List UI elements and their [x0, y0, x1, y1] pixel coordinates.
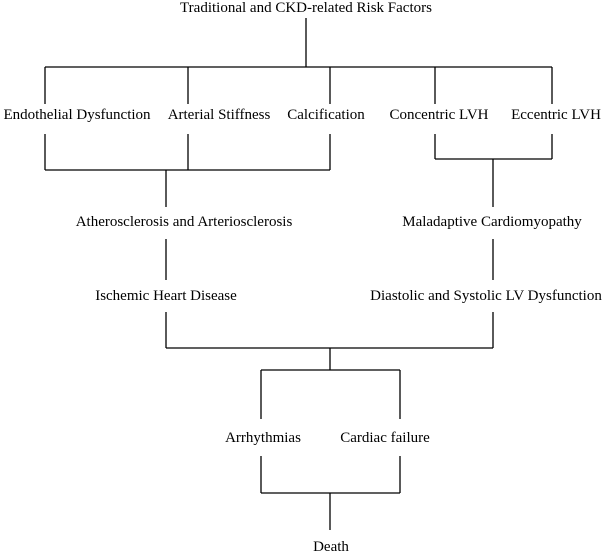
- node-ischemic-heart-disease: Ischemic Heart Disease: [95, 288, 237, 304]
- node-calcification: Calcification: [287, 107, 365, 123]
- node-death: Death: [313, 539, 349, 553]
- node-atherosclerosis: Atherosclerosis and Arteriosclerosis: [75, 214, 293, 230]
- node-lv-dysfunction: Diastolic and Systolic LV Dysfunction: [370, 288, 602, 304]
- node-eccentric-lvh: Eccentric LVH: [511, 107, 601, 123]
- node-maladaptive-cardiomyopathy: Maladaptive Cardiomyopathy: [402, 214, 582, 230]
- node-concentric-lvh: Concentric LVH: [389, 107, 489, 123]
- node-arterial-stiffness: Arterial Stiffness: [167, 107, 271, 123]
- node-cardiac-failure: Cardiac failure: [340, 430, 430, 446]
- node-endothelial-dysfunction: Endothelial Dysfunction: [3, 107, 151, 123]
- node-risk-factors: Traditional and CKD-related Risk Factors: [180, 0, 432, 16]
- node-arrhythmias: Arrhythmias: [225, 430, 301, 446]
